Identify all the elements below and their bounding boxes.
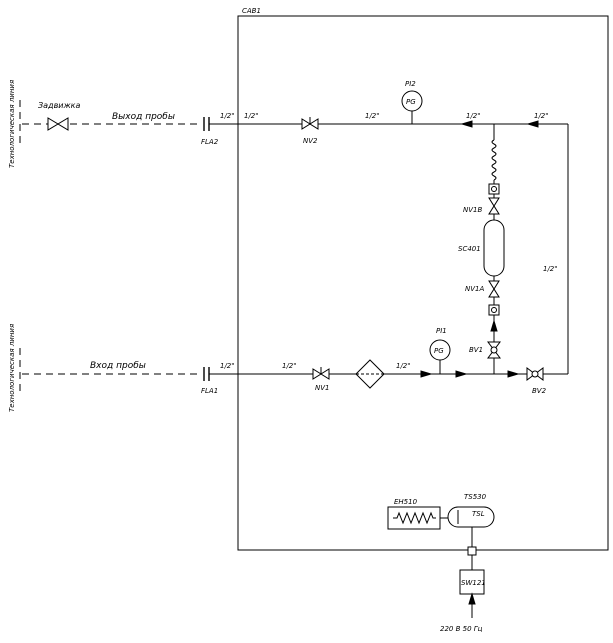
quick-connect-bottom-ring bbox=[491, 307, 497, 313]
valve-nv1-label: NV1 bbox=[315, 384, 329, 392]
pipe-size-label: 1/2" bbox=[534, 112, 549, 120]
flow-arrow bbox=[526, 120, 539, 128]
flexible-hose bbox=[491, 139, 497, 181]
switch-label: SW121 bbox=[461, 579, 486, 587]
power-arrow bbox=[468, 592, 476, 605]
thermostat-bulb bbox=[447, 506, 495, 528]
pressure-gauge-pi1 bbox=[429, 339, 451, 361]
flow-arrow bbox=[490, 319, 498, 332]
flange-fla2-label: FLA2 bbox=[201, 138, 219, 146]
thermostat-label: TS530 bbox=[464, 493, 487, 501]
gauge-pi1-face: PG bbox=[434, 347, 444, 355]
power-switch-box[interactable] bbox=[459, 569, 485, 595]
needle-valve-nv2-symbol[interactable] bbox=[301, 117, 319, 130]
valve-nv2-label: NV2 bbox=[303, 137, 318, 145]
flow-arrow bbox=[507, 370, 520, 378]
ball-valve-bv1-symbol[interactable] bbox=[487, 341, 501, 359]
sample-cylinder bbox=[483, 219, 505, 277]
gauge-pi2-label: PI2 bbox=[405, 80, 416, 88]
thermostat-face: TSL bbox=[472, 510, 485, 518]
gauge-pi1-label: PI1 bbox=[436, 327, 447, 335]
needle-valve-nv1a-symbol[interactable] bbox=[488, 280, 500, 298]
sample-out-label: Выход пробы bbox=[112, 112, 175, 122]
gauge-pi2-face: PG bbox=[406, 98, 416, 106]
pipe-size-label: 1/2" bbox=[220, 112, 235, 120]
flange-fla1-label: FLA1 bbox=[201, 387, 218, 395]
valve-bv2-label: BV2 bbox=[532, 387, 547, 395]
flow-arrow bbox=[460, 120, 473, 128]
gate-valve-symbol[interactable] bbox=[47, 117, 69, 131]
ball-valve-bv2-symbol[interactable] bbox=[526, 367, 544, 381]
filter-symbol bbox=[355, 359, 385, 389]
power-label: 220 В 50 Гц bbox=[440, 625, 483, 633]
pipe-size-label: 1/2" bbox=[244, 112, 259, 120]
process-line-bottom-label: Технологическая линия bbox=[8, 324, 16, 412]
quick-connect-bottom bbox=[488, 304, 500, 316]
pipe-size-label: 1/2" bbox=[543, 265, 558, 273]
pipe-size-label: 1/2" bbox=[466, 112, 481, 120]
pipe-size-label: 1/2" bbox=[365, 112, 380, 120]
cabinet-label: CAB1 bbox=[242, 7, 261, 15]
cabinet-entry-terminal bbox=[467, 546, 477, 556]
quick-connect-top bbox=[488, 183, 500, 195]
pipe-size-label: 1/2" bbox=[282, 362, 297, 370]
needle-valve-nv1b-symbol[interactable] bbox=[488, 197, 500, 215]
flow-arrow bbox=[455, 370, 468, 378]
flange-fla1-symbol bbox=[203, 367, 210, 381]
flange-fla2-symbol bbox=[203, 117, 210, 131]
pipe-size-label: 1/2" bbox=[396, 362, 411, 370]
cabinet-frame bbox=[237, 15, 609, 551]
cylinder-label: SC401 bbox=[458, 245, 481, 253]
gate-valve-label: Задвижка bbox=[38, 101, 81, 110]
pipe-size-label: 1/2" bbox=[220, 362, 235, 370]
valve-bv1-label: BV1 bbox=[469, 346, 483, 354]
flow-arrow bbox=[420, 370, 433, 378]
needle-valve-nv1-symbol[interactable] bbox=[312, 367, 330, 380]
sample-in-label: Вход пробы bbox=[90, 361, 146, 371]
heater-label: EH510 bbox=[394, 498, 418, 506]
valve-nv1a-label: NV1A bbox=[465, 285, 484, 293]
process-line-top-label: Технологическая линия bbox=[8, 80, 16, 168]
pressure-gauge-pi2 bbox=[401, 90, 423, 112]
quick-connect-top-ring bbox=[491, 186, 497, 192]
valve-nv1b-label: NV1B bbox=[463, 206, 482, 214]
heater-element bbox=[393, 511, 436, 525]
